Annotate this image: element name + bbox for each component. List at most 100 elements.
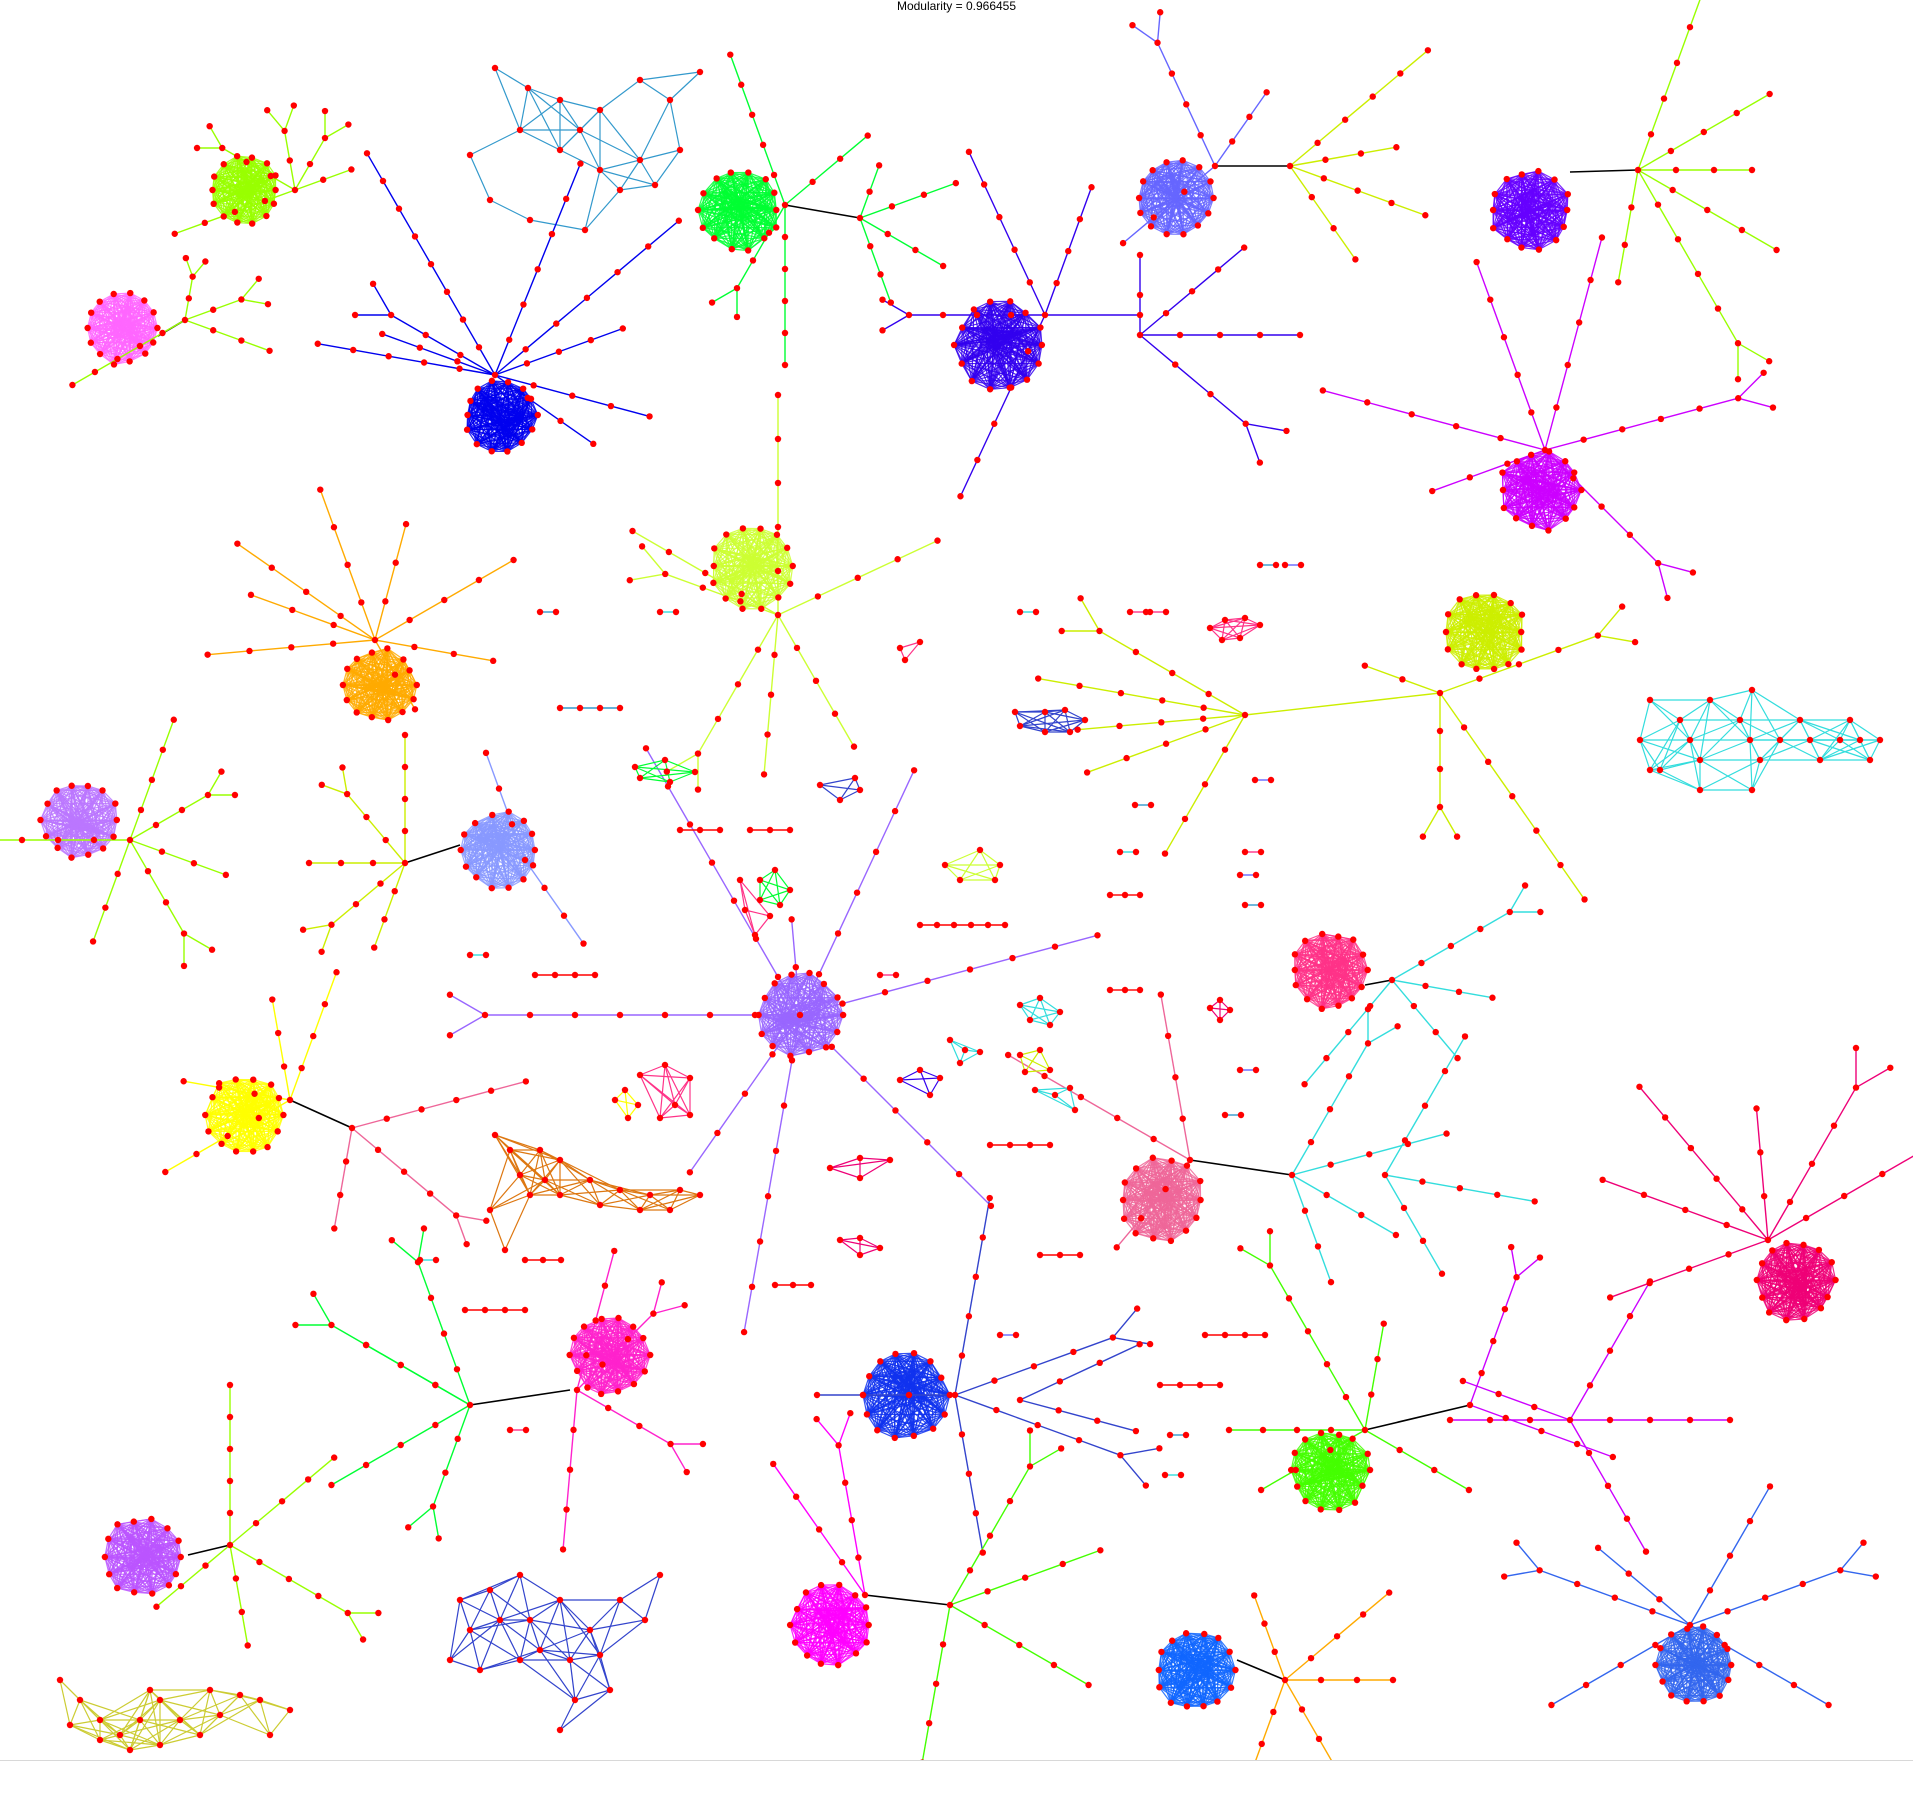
graph-edge [521,417,524,443]
graph-edge [1165,728,1206,745]
graph-edge [527,87,561,151]
graph-edge [882,299,910,316]
graph-edge [305,591,341,617]
graph-edge [353,349,389,357]
graph-edge [193,862,227,876]
graph-edge [1493,227,1533,237]
graph-edge [300,1035,314,1069]
graph-edge [1493,614,1501,670]
graph-edge [277,1032,285,1067]
graph-edge [857,558,898,579]
graph-edge [366,152,384,182]
graph-edge [421,1099,457,1111]
graph-edge [90,340,138,344]
graph-edge [1638,1086,1666,1118]
graph-edge [1881,1155,1913,1175]
graph-edge [1167,1035,1177,1078]
graph-edge [414,646,454,655]
graph-edge [716,178,725,211]
graph-edge [117,345,141,360]
graph-edge [786,547,791,584]
graph-edge [374,639,415,648]
graph-edge [1289,142,1319,167]
graph-edge [312,1003,326,1037]
graph-edge [1322,389,1368,404]
graph-edge [129,341,139,362]
graph-edge [879,274,892,303]
graph-edge [476,437,510,445]
graph-edge [697,191,724,211]
graph-edge [1171,173,1211,183]
graph-edge [1208,693,1246,716]
graph-edge [289,160,296,191]
graph-edge [961,340,995,365]
graph-edge [92,907,107,942]
graph-edge [953,328,986,346]
graph-edge [475,848,500,878]
graph-edge [738,192,775,199]
graph-edge [1203,714,1246,720]
graph-edge [1507,449,1546,465]
graph-edge [1160,994,1169,1037]
graph-edge [989,312,1027,390]
graph-edge [264,189,296,202]
graph-edge [714,528,761,549]
graph-edge [1779,739,1821,761]
graph-edge [1217,247,1245,270]
graph-edge [492,811,510,826]
graph-edge [494,374,529,399]
graph-edge [388,355,425,364]
graph-edge [494,362,528,376]
graph-edge [1029,282,1046,316]
graph-edge [584,189,621,231]
graph-edge [1583,428,1623,441]
graph-edge [372,283,392,316]
graph-edge [467,414,510,439]
graph-edge [161,850,195,864]
graph-edge [1161,717,1204,724]
graph-edge [475,833,533,878]
graph-edge [713,565,777,584]
graph-edge [1637,150,1672,171]
graph-edge [484,396,523,419]
graph-edge [1649,1268,1690,1284]
graph-edge [90,342,130,362]
graph-edge [184,319,214,331]
graph-edge [117,336,138,342]
graph-edge [356,693,394,713]
graph-edge [491,437,510,452]
graph-edge [971,348,996,382]
graph-edge [503,417,523,430]
graph-edge [668,551,706,574]
graph-edge [1080,1096,1118,1119]
graph-edge [1502,489,1557,496]
graph-edge [113,292,131,324]
graph-edge [339,1161,347,1196]
graph-edge [1649,699,1691,741]
graph-edge [1751,739,1781,791]
graph-edge [374,601,387,641]
graph-edge [1497,1194,1535,1203]
graph-edge [1142,180,1177,202]
graph-edge [961,327,973,382]
graph-edge [1506,178,1523,197]
graph-edge [1245,423,1287,432]
graph-edge [976,423,995,461]
graph-edge [351,1127,379,1151]
graph-edge [1849,719,1881,741]
graph-edge [446,291,464,320]
graph-edge [723,191,775,194]
graph-edge [491,398,532,452]
graph-edge [519,129,561,151]
graph-edge [1475,594,1501,616]
graph-edge [386,1108,422,1120]
graph-edge [1663,62,1678,99]
graph-edge [725,565,777,600]
graph-edge [1475,594,1523,616]
graph-edge [1444,1036,1466,1072]
graph-edge [223,163,243,170]
graph-edge [1329,1075,1350,1110]
graph-edge [599,79,641,111]
graph-edge [767,207,777,228]
graph-edge [1507,649,1522,665]
